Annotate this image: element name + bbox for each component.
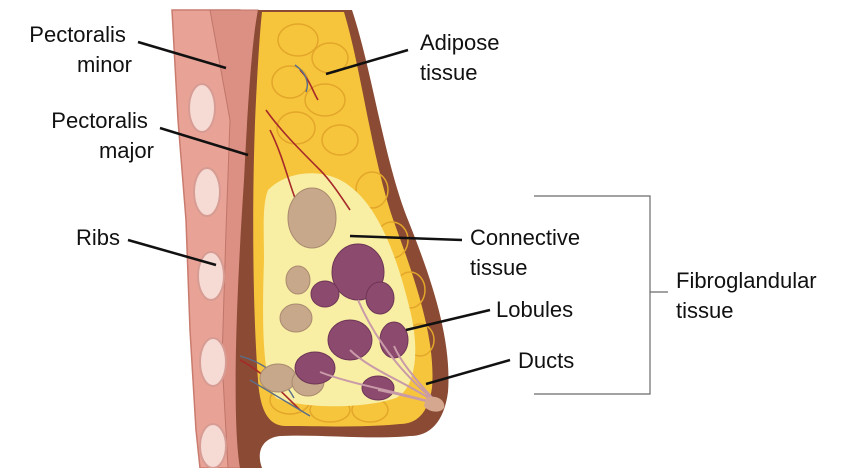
label-pectoralis-minor: Pectoralis minor: [29, 22, 132, 77]
label-adipose: Adipose tissue: [420, 30, 506, 85]
rib: [200, 424, 226, 468]
rib: [189, 84, 215, 132]
label-lobules: Lobules: [496, 297, 573, 322]
label-connective: Connective tissue: [470, 225, 586, 280]
rib: [198, 252, 224, 300]
label-ducts: Ducts: [518, 348, 574, 373]
label-pectoralis-major: Pectoralis major: [51, 108, 154, 163]
label-fibroglandular: Fibroglandular tissue: [676, 268, 823, 323]
label-ribs: Ribs: [76, 225, 120, 250]
rib: [194, 168, 220, 216]
rib: [200, 338, 226, 386]
